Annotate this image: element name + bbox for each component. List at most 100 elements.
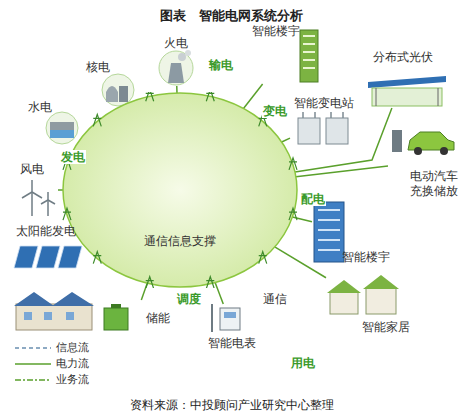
pylon-symbol (63, 208, 71, 220)
illustration-part (24, 312, 32, 320)
node-label: 水电 (28, 100, 52, 114)
illustration-part (178, 53, 186, 61)
illustration-part (366, 288, 396, 314)
illustration-part (224, 312, 236, 318)
illustration-part (50, 122, 74, 130)
legend-text: 业务流 (56, 373, 89, 386)
grid-component: 火电 (150, 36, 202, 86)
hydro-plant-icon (46, 112, 78, 144)
pylon-symbol (206, 92, 214, 101)
legend-row: 信息流 (14, 340, 89, 356)
node-label: 电动汽车 充换储放 (406, 169, 458, 198)
smart-building-icon (300, 30, 318, 82)
residential-houses-icon (14, 292, 94, 330)
power-line (215, 283, 223, 304)
power-line (296, 166, 388, 177)
grid-ring: 通信信息支撑 (62, 92, 298, 288)
node-label: 储能 (146, 311, 170, 325)
illustration-part (16, 304, 92, 330)
pylon-symbol (146, 92, 154, 101)
legend-sample (14, 359, 52, 369)
substation-icon (298, 112, 348, 144)
illustration-part (314, 202, 344, 262)
thermal-plant-icon (159, 50, 193, 85)
stage-label: 输电 (208, 58, 234, 72)
grid-component: 智能电表 (196, 304, 268, 350)
grid-component: 储能 (100, 300, 170, 336)
grid-component: 水电 (28, 100, 82, 146)
smart-meter-icon (212, 304, 240, 332)
illustration-part (168, 63, 184, 83)
illustration-part (31, 180, 33, 192)
illustration-part (211, 304, 213, 332)
pylon-symbol (259, 252, 267, 264)
ring-shape (63, 93, 297, 287)
caption-box: 资料来源：中投顾问产业研究中心整理 (0, 394, 463, 413)
stage-label: 配电 (300, 192, 326, 206)
grid-component: 太阳能发电 (8, 224, 84, 274)
illustration-part (438, 88, 439, 106)
illustration-part (47, 192, 49, 200)
illustration-part (106, 86, 118, 102)
grid-component: 智能楼宇 (252, 24, 320, 84)
illustration-part (41, 200, 48, 204)
legend-sample (14, 343, 52, 353)
illustration-part (119, 86, 128, 102)
legend-text: 信息流 (56, 341, 89, 354)
smart-building-icon (314, 202, 344, 262)
pylon-symbol (289, 208, 297, 220)
illustration-part (31, 192, 33, 216)
ring-outline (62, 92, 298, 288)
illustration-part (22, 192, 32, 198)
illustration-part (159, 51, 193, 85)
legend-line (15, 347, 51, 349)
wind-turbine-icon (22, 180, 55, 216)
illustration-part (44, 312, 52, 320)
legend-text: 电力流 (56, 357, 89, 370)
illustration-part (14, 292, 94, 306)
illustration-part (32, 192, 42, 198)
node-label: 智能楼宇 (342, 250, 390, 264)
illustration-part (50, 130, 74, 138)
legend-row: 业务流 (14, 372, 89, 388)
grid-component: 智能家居 (326, 272, 410, 334)
node-label: 智能楼宇 (252, 24, 300, 38)
illustration-part (330, 292, 358, 314)
grid-component: 电动汽车 充换储放 (388, 126, 458, 198)
pylon-symbol (289, 158, 297, 170)
grid-component: 风电 (6, 162, 58, 218)
illustration-part (48, 200, 55, 204)
illustration-part (318, 210, 340, 250)
illustration-part (368, 76, 446, 88)
illustration-part (440, 147, 448, 155)
illustration-part (300, 30, 318, 82)
power-line (282, 138, 290, 142)
pylon-symbol (93, 114, 101, 126)
illustration-part (185, 50, 191, 56)
illustration-part (408, 132, 454, 150)
power-line (295, 108, 392, 172)
pylon-symbol (206, 277, 214, 288)
illustration-part (303, 36, 315, 68)
node-label: 太阳能发电 (16, 224, 76, 238)
illustration-part (298, 118, 320, 144)
illustration-part (102, 74, 134, 106)
title-text: 图表 智能电网系统分析 (160, 8, 303, 23)
nuclear-plant-icon (102, 74, 134, 106)
power-line (243, 84, 262, 109)
grid-component: 智能变电站 (290, 96, 358, 148)
illustration-part (303, 112, 343, 118)
illustration-part (111, 304, 121, 308)
power-line (292, 217, 312, 222)
node-label: 风电 (20, 162, 44, 176)
illustration-part (376, 88, 377, 106)
power-line (275, 247, 326, 278)
legend-sample (14, 375, 52, 385)
grid-component: 分布式光伏 (360, 50, 446, 108)
node-label: 智能家居 (362, 320, 410, 334)
legend-line (15, 379, 51, 381)
illustration-part (36, 246, 60, 268)
stage-label: 变电 (262, 104, 288, 118)
diagram-title: 图表 智能电网系统分析 (0, 5, 463, 24)
